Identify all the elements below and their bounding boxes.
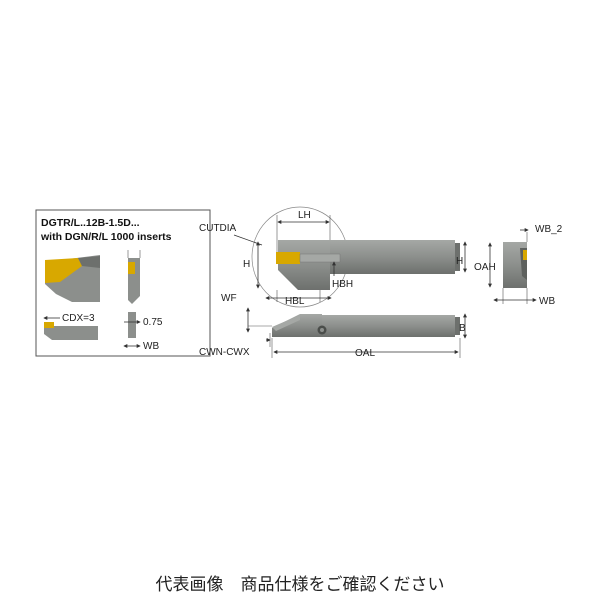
b-label: B: [459, 323, 466, 334]
cwn-cwx-label: CWN-CWX: [199, 347, 250, 358]
insert-top: [276, 252, 300, 264]
cutdia-label: CUTDIA: [199, 223, 237, 234]
h-left-label: H: [243, 259, 250, 270]
insert-closeup-right: [127, 250, 141, 304]
tool-top-view: [251, 206, 460, 308]
wf-label: WF: [221, 293, 237, 304]
end-view-insert: [523, 250, 527, 260]
insert-closeup-left: [45, 255, 100, 302]
inset-title-line2: with DGN/R/L 1000 inserts: [40, 231, 172, 243]
tool-end-view: [503, 242, 527, 288]
inset-box: DGTR/L..12B-1.5D... with DGN/R/L 1000 in…: [35, 209, 211, 357]
h-right-label: H: [456, 256, 463, 267]
lh-label: LH: [298, 210, 311, 221]
inset-wb-label: WB: [143, 341, 159, 352]
inset-value-label: 0.75: [143, 317, 163, 328]
oah-label: OAH: [474, 262, 496, 273]
cdx-detail: CDX=3: [43, 313, 98, 340]
wb-label: WB: [539, 296, 555, 307]
head-top: [278, 240, 330, 290]
shank-end-top: [455, 243, 460, 271]
head-side: [272, 314, 322, 337]
hbl-label: HBL: [285, 296, 305, 307]
wb2-label: WB_2: [535, 224, 563, 235]
cdx-label: CDX=3: [62, 313, 95, 324]
hbh-label: HBH: [332, 279, 353, 290]
inset-title-line1: DGTR/L..12B-1.5D...: [41, 217, 140, 229]
oal-label: OAL: [355, 348, 375, 359]
shank-top: [330, 240, 455, 274]
caption: 代表画像 商品仕様をご確認ください: [155, 575, 445, 595]
shank-side: [320, 315, 455, 337]
tool-side-view: [272, 314, 460, 337]
wb-detail: 0.75 WB: [123, 312, 163, 352]
